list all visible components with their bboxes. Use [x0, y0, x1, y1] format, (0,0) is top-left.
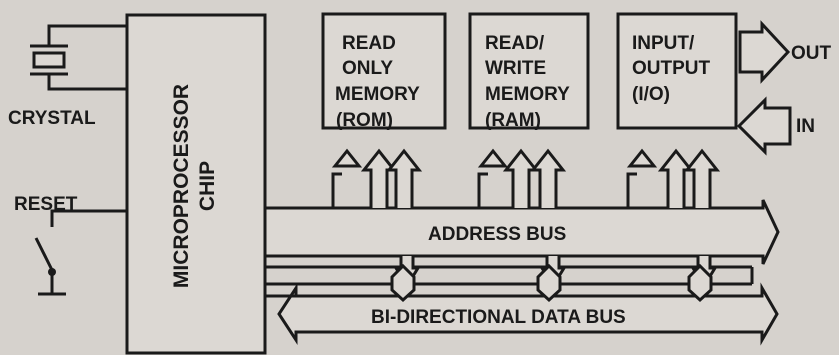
ram-block: READ/ WRITE MEMORY (RAM): [468, 12, 590, 131]
svg-text:MEMORY: MEMORY: [485, 84, 570, 105]
svg-text:READ/: READ/: [485, 33, 545, 54]
reset-switch: [34, 209, 127, 296]
rom-bus-connections: [331, 148, 423, 289]
rom-block: READ ONLY MEMORY (ROM): [321, 12, 447, 131]
svg-text:ONLY: ONLY: [342, 58, 393, 79]
microprocessor-chip: [125, 13, 267, 355]
io-block: INPUT/ OUTPUT (I/O): [616, 12, 738, 130]
svg-text:OUTPUT: OUTPUT: [632, 58, 711, 79]
address-bus-label: ADDRESS BUS: [428, 224, 566, 245]
svg-text:WRITE: WRITE: [485, 58, 546, 79]
io-bus-connections: [626, 148, 721, 289]
data-bus: [265, 282, 779, 346]
ram-bus-connections: [477, 148, 567, 289]
svg-text:INPUT/: INPUT/: [632, 33, 695, 54]
svg-text:READ: READ: [342, 33, 396, 54]
in-arrow: [736, 96, 792, 156]
out-label: OUT: [791, 43, 832, 64]
control-lines: [265, 265, 754, 286]
data-bus-connections: [390, 263, 713, 303]
svg-text:MEMORY: MEMORY: [335, 84, 420, 105]
crystal-component: [30, 24, 127, 91]
out-arrow: [738, 20, 791, 84]
svg-text:(I/O): (I/O): [632, 84, 670, 105]
address-bus: [263, 199, 780, 265]
svg-text:(ROM): (ROM): [336, 110, 393, 131]
in-label: IN: [796, 116, 815, 137]
svg-text:(RAM): (RAM): [485, 110, 541, 131]
chip-label-line1: MICROPROCESSOR: [170, 84, 193, 288]
data-bus-label: BI-DIRECTIONAL DATA BUS: [371, 307, 626, 328]
crystal-label: CRYSTAL: [8, 108, 96, 129]
chip-label-line2: CHIP: [196, 161, 219, 211]
